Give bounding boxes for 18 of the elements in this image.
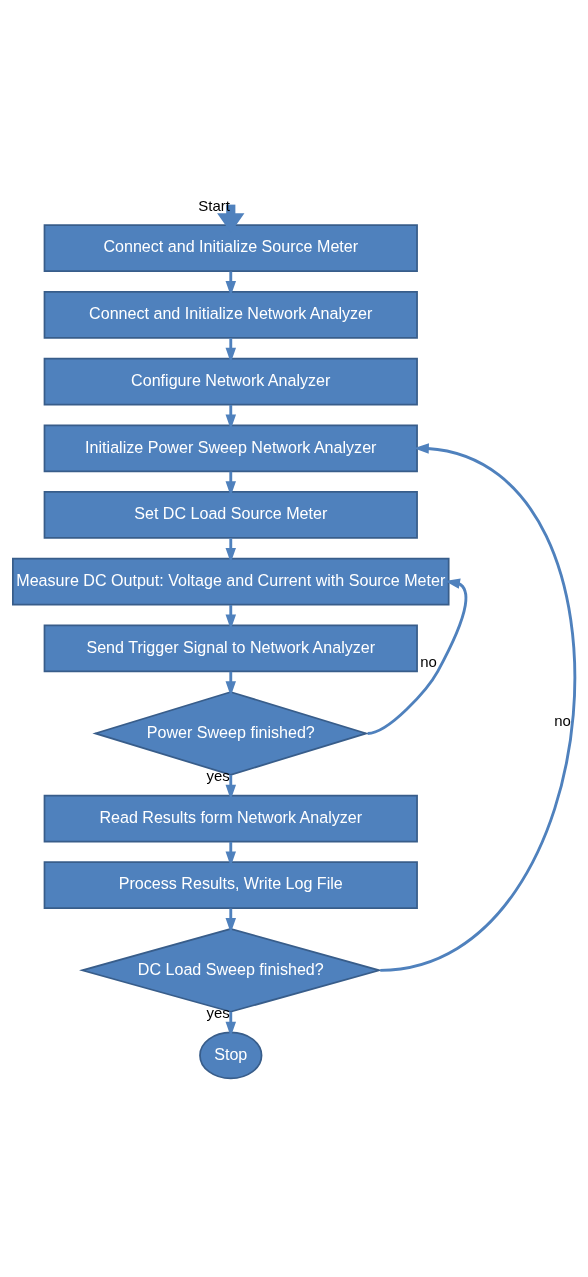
node-box: Process Results, Write Log File <box>43 861 418 910</box>
node-box: Set DC Load Source Meter <box>43 491 418 539</box>
edge-label: Start <box>198 196 230 214</box>
arrow <box>225 538 236 563</box>
edge-label: no <box>554 712 571 730</box>
arrow <box>225 338 236 363</box>
node-box: Measure DC Output: Voltage and Current with Source Meter <box>12 557 450 606</box>
node-box: Connect and Initialize Network Analyzer <box>43 291 418 339</box>
edge-label: no <box>420 653 437 671</box>
node-box: Read Results form Network Analyzer <box>43 794 418 843</box>
node-box: Send Trigger Signal to Network Analyzer <box>43 624 418 673</box>
node-box: Configure Network Analyzer <box>43 357 418 406</box>
arrow <box>367 578 468 735</box>
arrow <box>380 443 576 972</box>
node-box: Connect and Initialize Source Meter <box>43 224 418 273</box>
arrow <box>225 604 236 630</box>
node-ellipse: Stop <box>199 1031 263 1080</box>
node-box: Initialize Power Sweep Network Analyzer <box>43 424 418 473</box>
